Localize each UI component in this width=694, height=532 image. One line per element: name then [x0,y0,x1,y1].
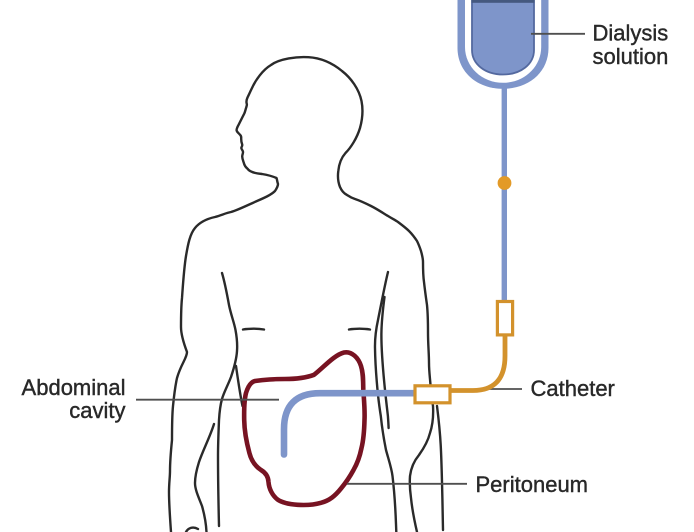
svg-text:Dialysis: Dialysis [593,21,669,46]
svg-text:cavity: cavity [69,398,125,423]
svg-text:Peritoneum: Peritoneum [476,472,589,497]
svg-text:solution: solution [593,44,669,69]
svg-text:Catheter: Catheter [531,376,615,401]
svg-text:Abdominal: Abdominal [22,375,126,400]
